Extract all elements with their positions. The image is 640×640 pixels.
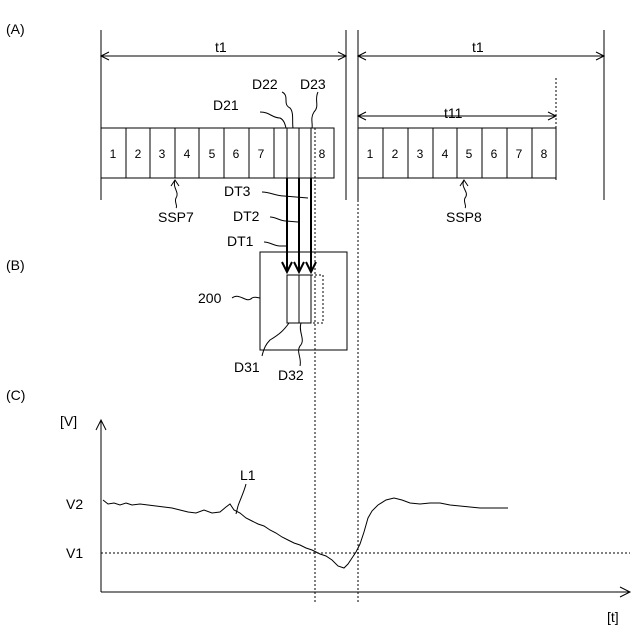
left-cell-6: 6 [233,147,240,161]
right-frame: 1 2 3 4 5 6 7 8 [358,128,556,178]
left-frame: 1 2 3 4 5 6 7 8 [101,128,334,178]
right-cell-7: 7 [516,147,523,161]
callout-dt2: DT2 [233,208,298,224]
period-label-left: t1 [215,39,227,55]
callout-ssp7: SSP7 [158,180,194,225]
callout-ssp8: SSP8 [446,180,482,225]
left-cell-1: 1 [110,147,117,161]
right-cell-6: 6 [491,147,498,161]
v2-label: V2 [66,496,83,512]
left-cell-3: 3 [159,147,166,161]
callout-d23: D23 [300,76,326,128]
section-label-b: (B) [6,257,25,273]
callout-d21: D21 [213,97,286,128]
svg-text:D32: D32 [278,367,304,383]
svg-text:SSP7: SSP7 [158,209,194,225]
left-cell-5: 5 [209,147,216,161]
svg-text:DT2: DT2 [233,208,260,224]
svg-text:D22: D22 [252,76,278,92]
callout-dt1: DT1 [227,233,286,249]
svg-text:D31: D31 [234,359,260,375]
right-cell-3: 3 [417,147,424,161]
left-cell-8: 8 [319,147,326,161]
callout-d32: D32 [278,323,304,383]
y-axis-unit: [V] [60,413,77,429]
x-axis-unit: [t] [607,609,619,625]
section-label-a: (A) [6,21,25,37]
svg-text:L1: L1 [240,467,256,483]
right-cell-5: 5 [466,147,473,161]
frame-separator [346,30,358,200]
svg-text:200: 200 [198,290,222,306]
callout-d22: D22 [252,76,293,128]
svg-text:D21: D21 [213,97,239,113]
period-bracket-right: t1 [358,30,604,200]
left-cell-2: 2 [135,147,142,161]
callout-200: 200 [198,290,260,306]
left-cell-7: 7 [258,147,265,161]
period-label-right: t1 [472,39,484,55]
transfer-arrows [282,178,316,272]
signal-curve-l1 [103,498,508,568]
section-label-c: (C) [6,387,25,403]
svg-text:DT3: DT3 [224,183,251,199]
right-cell-4: 4 [442,147,449,161]
callout-dt3: DT3 [224,183,308,199]
right-cell-8: 8 [541,147,548,161]
svg-text:SSP8: SSP8 [446,209,482,225]
right-cell-1: 1 [367,147,374,161]
callout-l1: L1 [236,467,256,514]
right-cell-2: 2 [392,147,399,161]
v1-label: V1 [66,545,83,561]
period-label-sub: t11 [444,105,463,121]
graph-axes [96,420,630,597]
left-cell-4: 4 [184,147,191,161]
svg-text:D23: D23 [300,76,326,92]
svg-text:DT1: DT1 [227,233,254,249]
component-200 [260,252,347,350]
